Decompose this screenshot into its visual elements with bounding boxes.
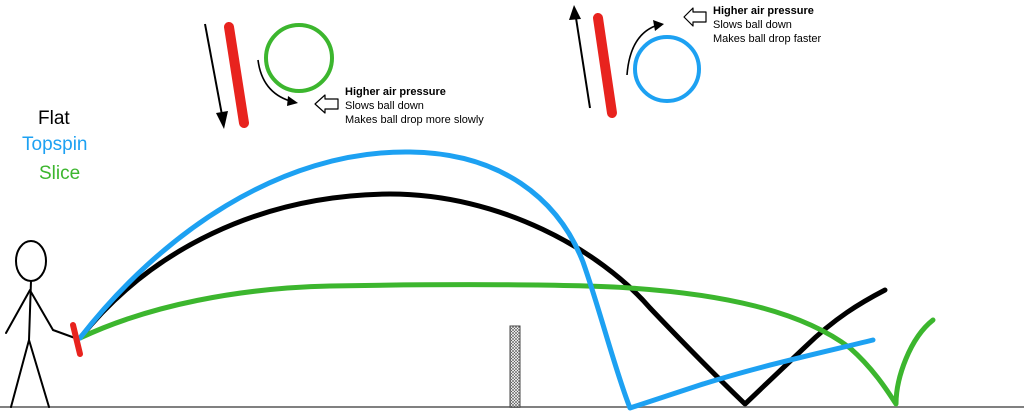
topspin-spin-arrow-icon: [626, 20, 664, 76]
topspin-pressure-arrow-icon: [683, 7, 707, 27]
topspin-ball-icon: [633, 35, 701, 103]
legend-topspin: Topspin: [22, 134, 88, 155]
slice-swing-arrow-icon: [204, 23, 228, 129]
slice-racket: [224, 22, 249, 128]
slice-note-title: Higher air pressure: [345, 86, 446, 98]
player-leg-left: [10, 339, 30, 408]
topspin-swing-arrow-icon: [569, 5, 591, 109]
slice-ball-icon: [264, 23, 334, 93]
player-leg-right: [28, 339, 50, 408]
legend-flat: Flat: [38, 108, 70, 129]
net-post: [509, 325, 521, 408]
topspin-inset: Higher air pressure Slows ball down Make…: [569, 5, 822, 118]
player-arm-right-lower: [52, 329, 76, 339]
topspin-note-title: Higher air pressure: [713, 5, 814, 17]
topspin-note-line1: Slows ball down: [713, 19, 792, 31]
slice-spin-arrow-icon: [257, 59, 298, 106]
slice-trajectory: [77, 282, 936, 407]
player-racket: [70, 322, 83, 357]
topspin-racket: [593, 13, 617, 118]
topspin-trajectory: [77, 149, 876, 411]
topspin-note-line2: Makes ball drop faster: [713, 33, 822, 45]
player-arm-right: [30, 291, 54, 331]
player-figure: [5, 240, 76, 408]
slice-note-line1: Slows ball down: [345, 100, 424, 112]
slice-inset: Higher air pressure Slows ball down Make…: [204, 22, 484, 129]
player-arm-left: [5, 289, 31, 334]
slice-pressure-arrow-icon: [314, 94, 339, 114]
player-head: [15, 240, 47, 282]
legend-slice: Slice: [39, 163, 80, 184]
slice-note-line2: Makes ball drop more slowly: [345, 114, 484, 126]
